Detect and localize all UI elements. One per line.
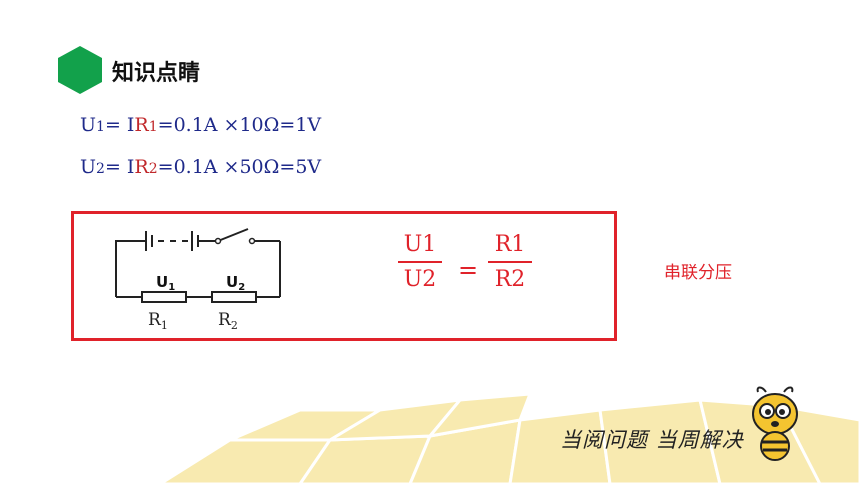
equation-u2: U2= IR2=0.1A ×50Ω=5V [80,156,321,178]
numerator-r1: R1 [494,232,526,257]
honeycomb-decoration [157,392,860,484]
denominator-u2: U2 [403,267,437,292]
slogan-text: 当阅问题 当周解决 [560,428,744,452]
eq-value: =0.1A ×50Ω=5V [157,156,322,178]
fraction-bar [488,261,532,263]
label-u2: U2 [226,273,245,293]
eq-resistor-sub: 2 [148,161,158,177]
hexagon-icon [58,46,102,94]
label-r1: R1 [148,310,168,332]
equation-u1: U1= IR1=0.1A ×10Ω=1V [80,114,321,136]
fraction-voltage: U1 U2 [398,232,442,292]
circuit-diagram: U1 U2 R1 R2 [115,228,281,332]
series-voltage-note: 串联分压 [664,263,732,283]
eq-subscript: 2 [96,161,105,177]
eq-current: I [126,156,135,178]
eq-symbol: U [80,114,97,136]
eq-value: =0.1A ×10Ω=1V [157,114,322,136]
highlight-box [71,211,617,341]
eq-symbol: U [80,156,97,178]
fraction-bar [398,261,442,263]
numerator-u1: U1 [403,232,437,257]
eq-subscript: 1 [96,119,105,135]
eq-resistor-sub: 1 [148,119,158,135]
eq-current: I [126,114,135,136]
eq-equals: = [104,114,127,136]
eq-resistor: R [134,156,149,178]
equals-sign: = [458,256,479,284]
section-title: 知识点睛 [112,61,201,86]
bee-mascot-icon [752,386,798,461]
fraction-resistance: R1 R2 [488,232,532,292]
eq-resistor: R [134,114,149,136]
label-u1: U1 [156,273,175,293]
label-r2: R2 [218,310,238,332]
eq-equals: = [104,156,127,178]
denominator-r2: R2 [494,267,526,292]
